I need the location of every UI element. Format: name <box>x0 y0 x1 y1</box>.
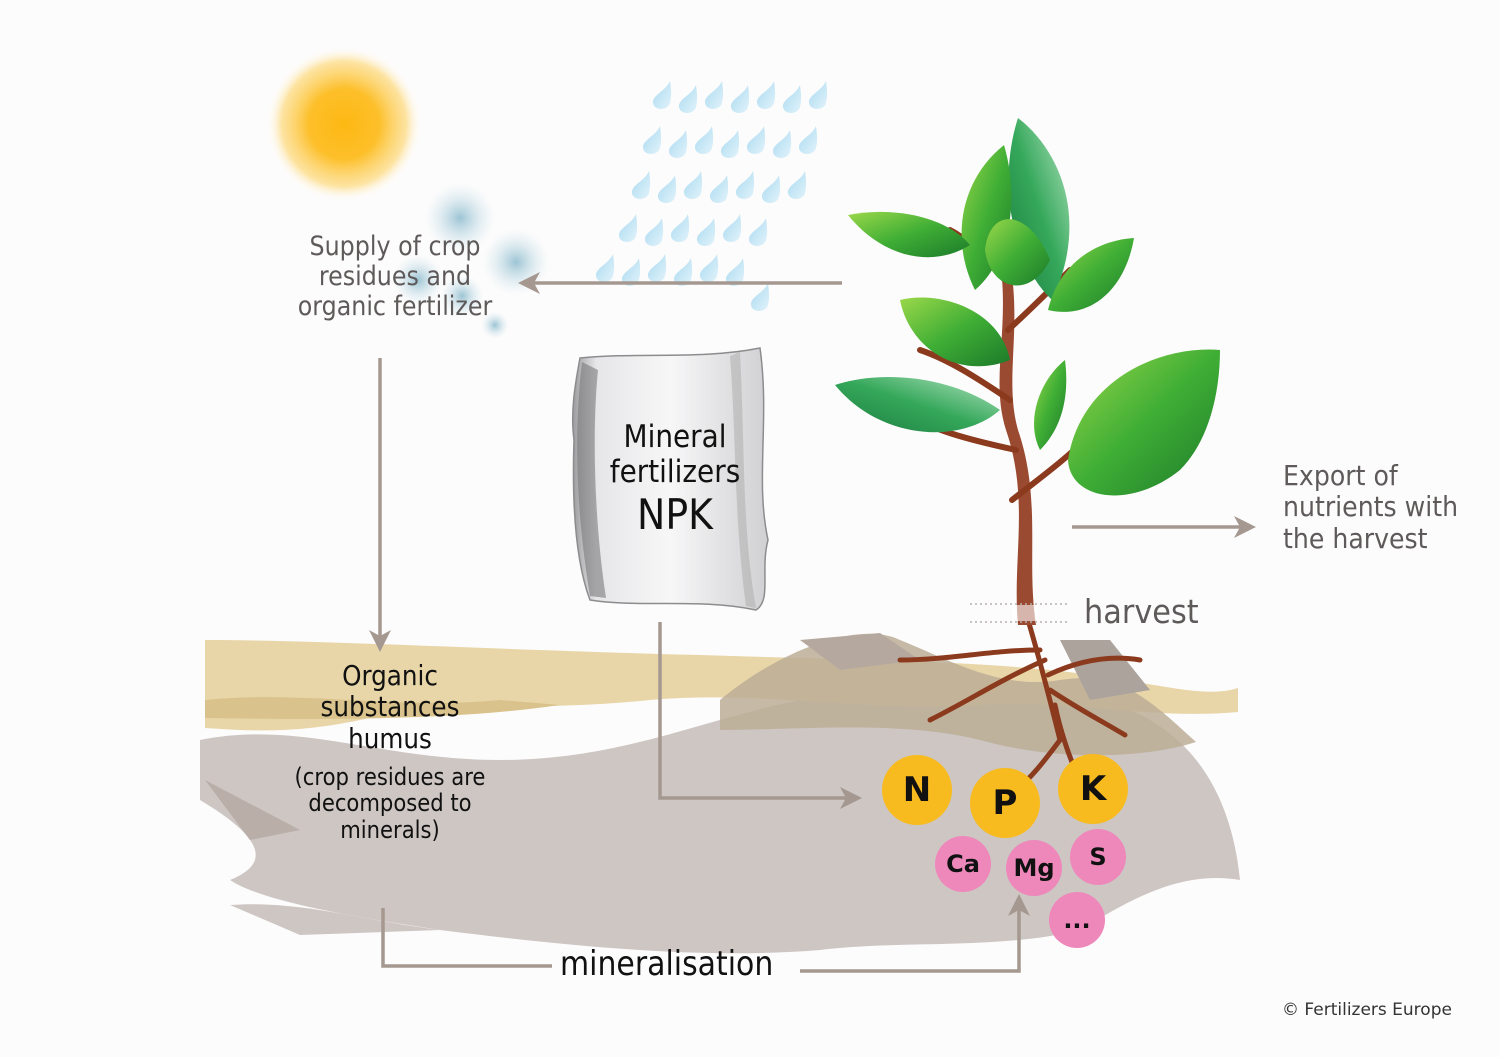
raindrop <box>699 254 719 282</box>
bag-line-2: fertilizers <box>609 453 741 490</box>
nutrient-more: ... <box>1049 892 1105 948</box>
raindrop <box>730 85 750 113</box>
raindrop <box>668 130 688 158</box>
organic-main: Organic substances humus <box>320 659 460 755</box>
harvest-label: harvest <box>1084 592 1199 631</box>
copyright: © Fertilizers Europe <box>1282 1000 1452 1020</box>
raindrop <box>709 175 729 203</box>
raindrop <box>782 85 802 113</box>
arrow-bag-to-nutrients <box>658 622 862 809</box>
mist-icon <box>392 182 550 339</box>
raindrop <box>647 254 667 282</box>
arrow-mineral-left <box>381 908 552 968</box>
flow-arrows <box>369 272 1256 973</box>
raindrop <box>618 214 638 242</box>
raindrop <box>694 126 714 154</box>
raindrop <box>748 218 768 246</box>
raindrop <box>750 283 770 311</box>
fertilizer-bag-label: Mineral fertilizers NPK <box>585 419 765 540</box>
nutrient-s: S <box>1070 829 1126 885</box>
nutrient-k: K <box>1058 754 1128 824</box>
nutrient-p: P <box>970 768 1040 838</box>
raindrop <box>657 175 677 203</box>
raindrop <box>595 254 615 282</box>
nutrient-mg: Mg <box>1006 840 1062 896</box>
raindrop <box>683 171 703 199</box>
sun-icon <box>266 46 422 202</box>
raindrop <box>670 214 690 242</box>
raindrop <box>678 85 698 113</box>
organic-sub: (crop residues are decomposed to mineral… <box>294 763 486 844</box>
raindrop <box>787 171 807 199</box>
raindrop <box>746 126 766 154</box>
raindrop <box>772 130 792 158</box>
mineralisation-label: mineralisation <box>560 944 774 984</box>
organic-label: Organic substances humus (crop residues … <box>284 660 495 843</box>
rain-icon <box>595 81 828 311</box>
raindrop <box>722 214 742 242</box>
raindrop <box>652 81 672 109</box>
bag-line-1: Mineral <box>623 419 727 455</box>
fertilizer-bag-icon <box>571 347 769 611</box>
raindrop <box>621 258 641 286</box>
soil-illustration <box>200 633 1240 954</box>
raindrop <box>808 81 828 109</box>
raindrop <box>644 218 664 246</box>
raindrop <box>631 171 651 199</box>
raindrop <box>756 81 776 109</box>
bag-npk: NPK <box>637 490 713 540</box>
raindrop <box>696 218 716 246</box>
raindrop <box>725 258 745 286</box>
export-label: Export of nutrients with the harvest <box>1283 459 1459 555</box>
raindrop <box>798 126 818 154</box>
nutrient-ca: Ca <box>935 836 991 892</box>
raindrop <box>735 171 755 199</box>
raindrop <box>761 175 781 203</box>
nutrient-n: N <box>882 755 952 825</box>
raindrop <box>673 258 693 286</box>
supply-label: Supply of crop residues and organic fert… <box>297 231 493 323</box>
raindrop <box>704 81 724 109</box>
raindrop <box>642 126 662 154</box>
raindrop <box>720 130 740 158</box>
arrow-mineral-right <box>800 894 1030 973</box>
plant-icon <box>835 118 1220 793</box>
